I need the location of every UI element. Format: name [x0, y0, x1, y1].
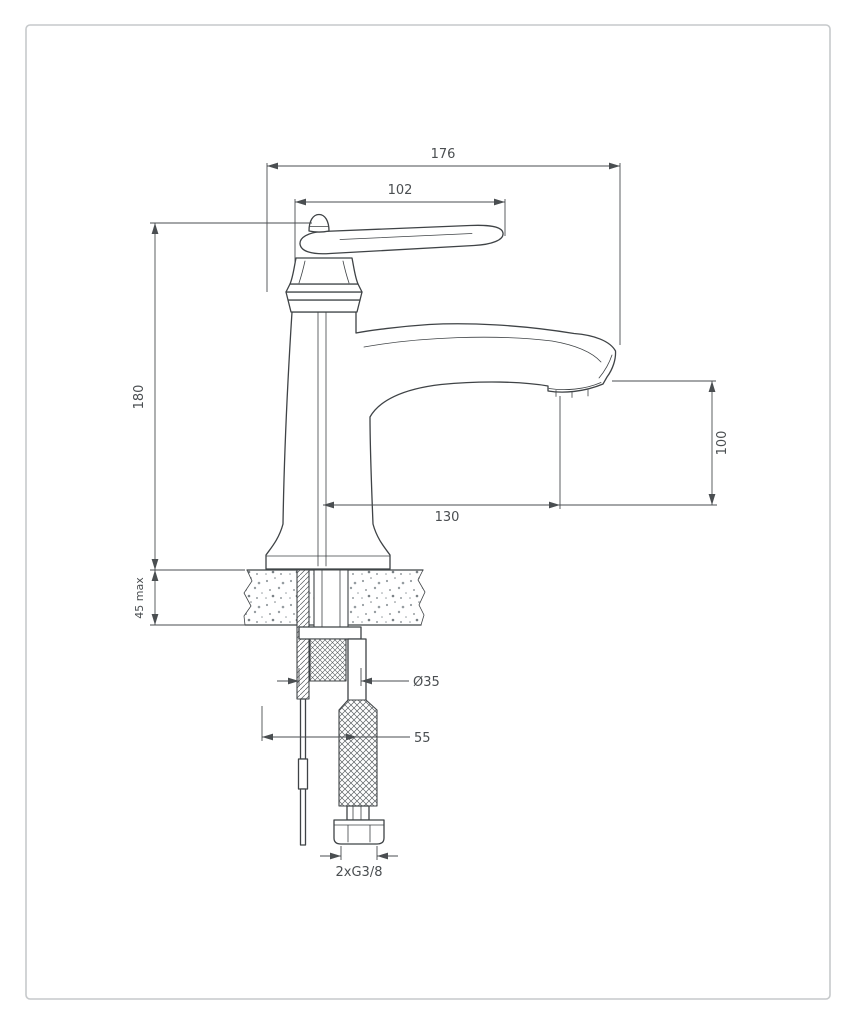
- dim-label-spout-height: 100: [715, 431, 730, 456]
- dim-label-hole-diameter: Ø35: [413, 675, 440, 690]
- hose-ferrule: [346, 805, 370, 821]
- cartridge-lines: [317, 311, 327, 567]
- dim-connection: 2xG3/8: [320, 846, 398, 880]
- dim-label-spout-reach: 130: [435, 510, 460, 525]
- collar-rings: [285, 283, 363, 313]
- under-counter-plumbing: [296, 569, 385, 846]
- lever-handle: [299, 224, 504, 255]
- dim-deck-thickness: 45 max: [133, 570, 245, 626]
- handle-dome: [289, 257, 359, 285]
- counter-break-left: [243, 569, 253, 626]
- spout-inner-line: [363, 336, 602, 363]
- mounting-washer: [298, 626, 362, 640]
- dim-height: 180: [132, 222, 312, 571]
- dim-handle-length: 102: [294, 183, 506, 262]
- dim-label-overall-width: 176: [431, 147, 456, 162]
- faucet-body-and-spout: [265, 311, 617, 570]
- dim-label-deck-thickness: 45 max: [133, 577, 146, 619]
- mounting-nut: [309, 638, 347, 682]
- dim-label-handle-length: 102: [388, 183, 413, 198]
- dim-label-connection: 2xG3/8: [336, 865, 383, 880]
- hose-connector-tube: [347, 638, 367, 703]
- dim-overall-width: 176: [266, 147, 621, 345]
- aerator: [548, 382, 602, 398]
- spout-tip-line: [598, 354, 613, 379]
- braided-hose: [338, 699, 378, 807]
- dim-hose-offset: 55: [261, 706, 431, 746]
- counter-break-right: [417, 569, 426, 626]
- dim-label-height: 180: [132, 385, 147, 410]
- page-border: [25, 24, 831, 1000]
- mounting-rod: [297, 698, 309, 846]
- handle-knob: [308, 213, 330, 233]
- dim-spout-reach: 130: [323, 396, 717, 525]
- dim-label-hose-offset: 55: [414, 731, 431, 746]
- dim-spout-height: 100: [612, 380, 730, 505]
- connection-nut: [333, 819, 385, 845]
- faucet-shank: [313, 569, 349, 628]
- dimensions: 176 102 180 45 max 100: [132, 147, 730, 880]
- dim-hole-diameter: Ø35: [277, 668, 440, 690]
